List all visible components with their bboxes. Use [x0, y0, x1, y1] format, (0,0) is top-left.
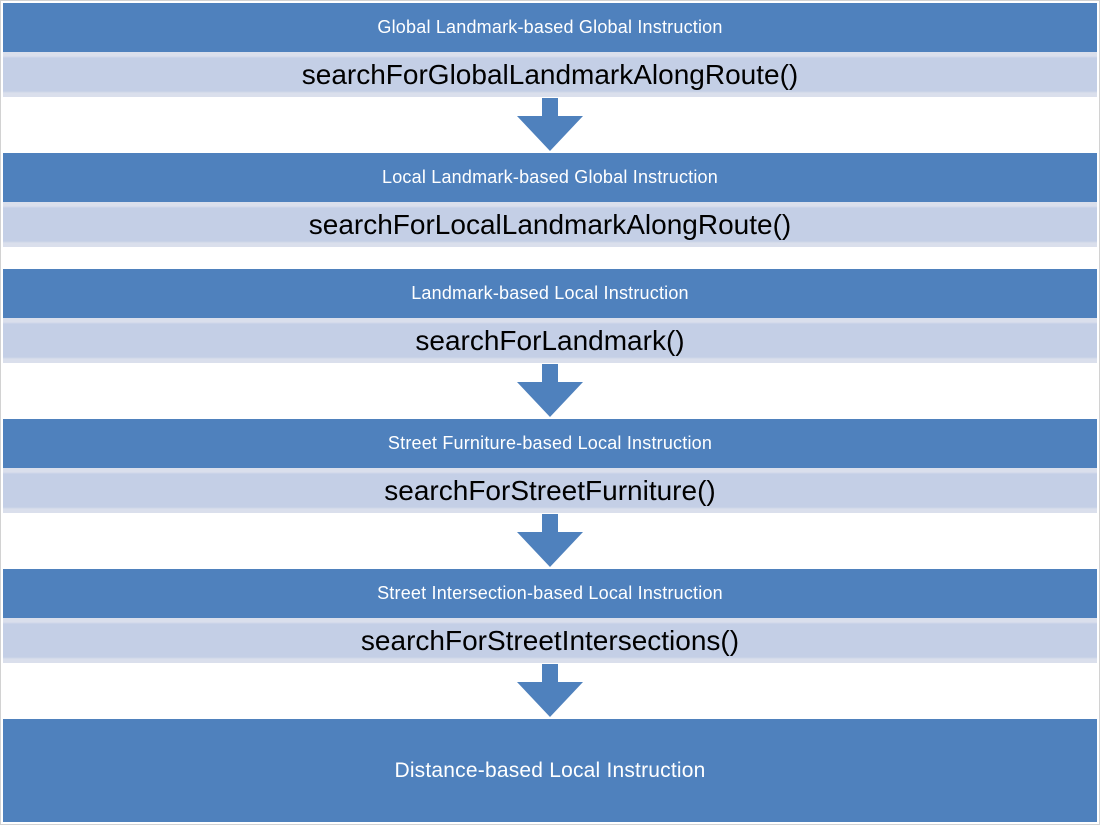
- section-method-landmark-local: searchForLandmark(): [3, 318, 1097, 363]
- method-name: searchForLocalLandmarkAlongRoute(): [308, 208, 792, 240]
- method-name: searchForStreetFurniture(): [384, 474, 716, 506]
- down-arrow-icon: [3, 97, 1097, 153]
- section-method-street-furniture: searchForStreetFurniture(): [3, 468, 1097, 513]
- down-arrow-icon: [3, 363, 1097, 419]
- section-title: Landmark-based Local Instruction: [411, 283, 689, 303]
- down-arrow-icon: [3, 513, 1097, 569]
- section-title: Street Furniture-based Local Instruction: [387, 433, 713, 453]
- section-title: Street Intersection-based Local Instruct…: [377, 583, 723, 603]
- section-title: Distance-based Local Instruction: [394, 758, 706, 782]
- section-header-street-intersection: Street Intersection-based Local Instruct…: [3, 569, 1097, 618]
- section-title: Global Landmark-based Global Instruction: [377, 17, 723, 37]
- method-name: searchForStreetIntersections(): [360, 624, 740, 656]
- section-header-street-furniture: Street Furniture-based Local Instruction: [3, 419, 1097, 468]
- section-header-local-landmark: Local Landmark-based Global Instruction: [3, 153, 1097, 202]
- section-header-landmark-local: Landmark-based Local Instruction: [3, 269, 1097, 318]
- section-header-global-landmark: Global Landmark-based Global Instruction: [3, 3, 1097, 52]
- section-title: Local Landmark-based Global Instruction: [382, 167, 718, 187]
- method-name: searchForLandmark(): [415, 324, 685, 356]
- section-method-local-landmark: searchForLocalLandmarkAlongRoute(): [3, 202, 1097, 247]
- method-name: searchForGlobalLandmarkAlongRoute(): [301, 58, 799, 90]
- section-method-global-landmark: searchForGlobalLandmarkAlongRoute(): [3, 52, 1097, 97]
- section-method-street-intersection: searchForStreetIntersections(): [3, 618, 1097, 663]
- down-arrow-icon: [3, 663, 1097, 719]
- section-header-distance: Distance-based Local Instruction: [3, 719, 1097, 822]
- section-gap: [3, 247, 1097, 269]
